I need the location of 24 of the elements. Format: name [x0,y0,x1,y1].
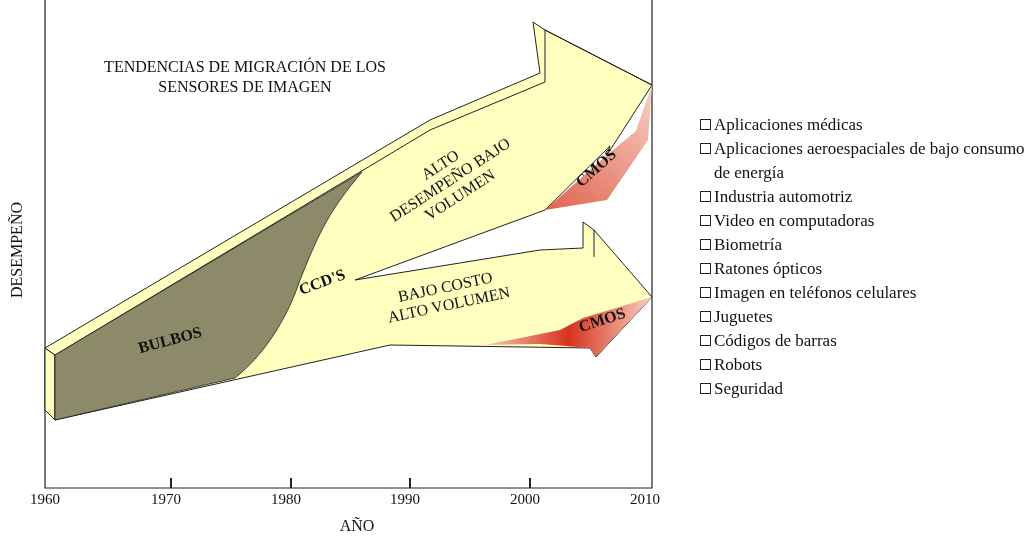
list-item: Imagen en teléfonos celulares [714,282,917,304]
tick-label: 1970 [151,490,181,508]
list-item: Juguetes [714,306,773,328]
tick-label: 2000 [510,490,540,508]
tick-label: 2010 [630,490,660,508]
list-item: Aplicaciones médicas [714,114,863,136]
arrow-label: BAJO COSTO ALTO VOLUMEN [385,267,513,328]
axis-label: AÑO [339,517,375,535]
list-item: Códigos de barras [714,330,837,352]
arrow-label: BULBOS [136,322,204,358]
axis-label: DESEMPEÑO [8,202,26,298]
list-item: Ratones ópticos [714,258,823,280]
list-item: Seguridad [714,378,783,400]
list-item: Biometría [714,234,782,256]
list-item: Robots [714,354,763,376]
list-item: Industria automotriz [714,186,853,208]
list-item: Aplicaciones aeroespaciales de bajo consumo de energía [714,138,1025,184]
chart-title: TENDENCIAS DE MIGRACIÓN DE LOS SENSORES DE IMAGEN [103,57,387,97]
arrow-label: CCD'S [296,265,348,299]
tick-label: 1980 [271,490,301,508]
arrow-label: CMOS [576,304,628,336]
tick-label: 1990 [390,490,420,508]
tick-label: 1960 [30,490,60,508]
list-item: Video en computadoras [714,210,875,232]
